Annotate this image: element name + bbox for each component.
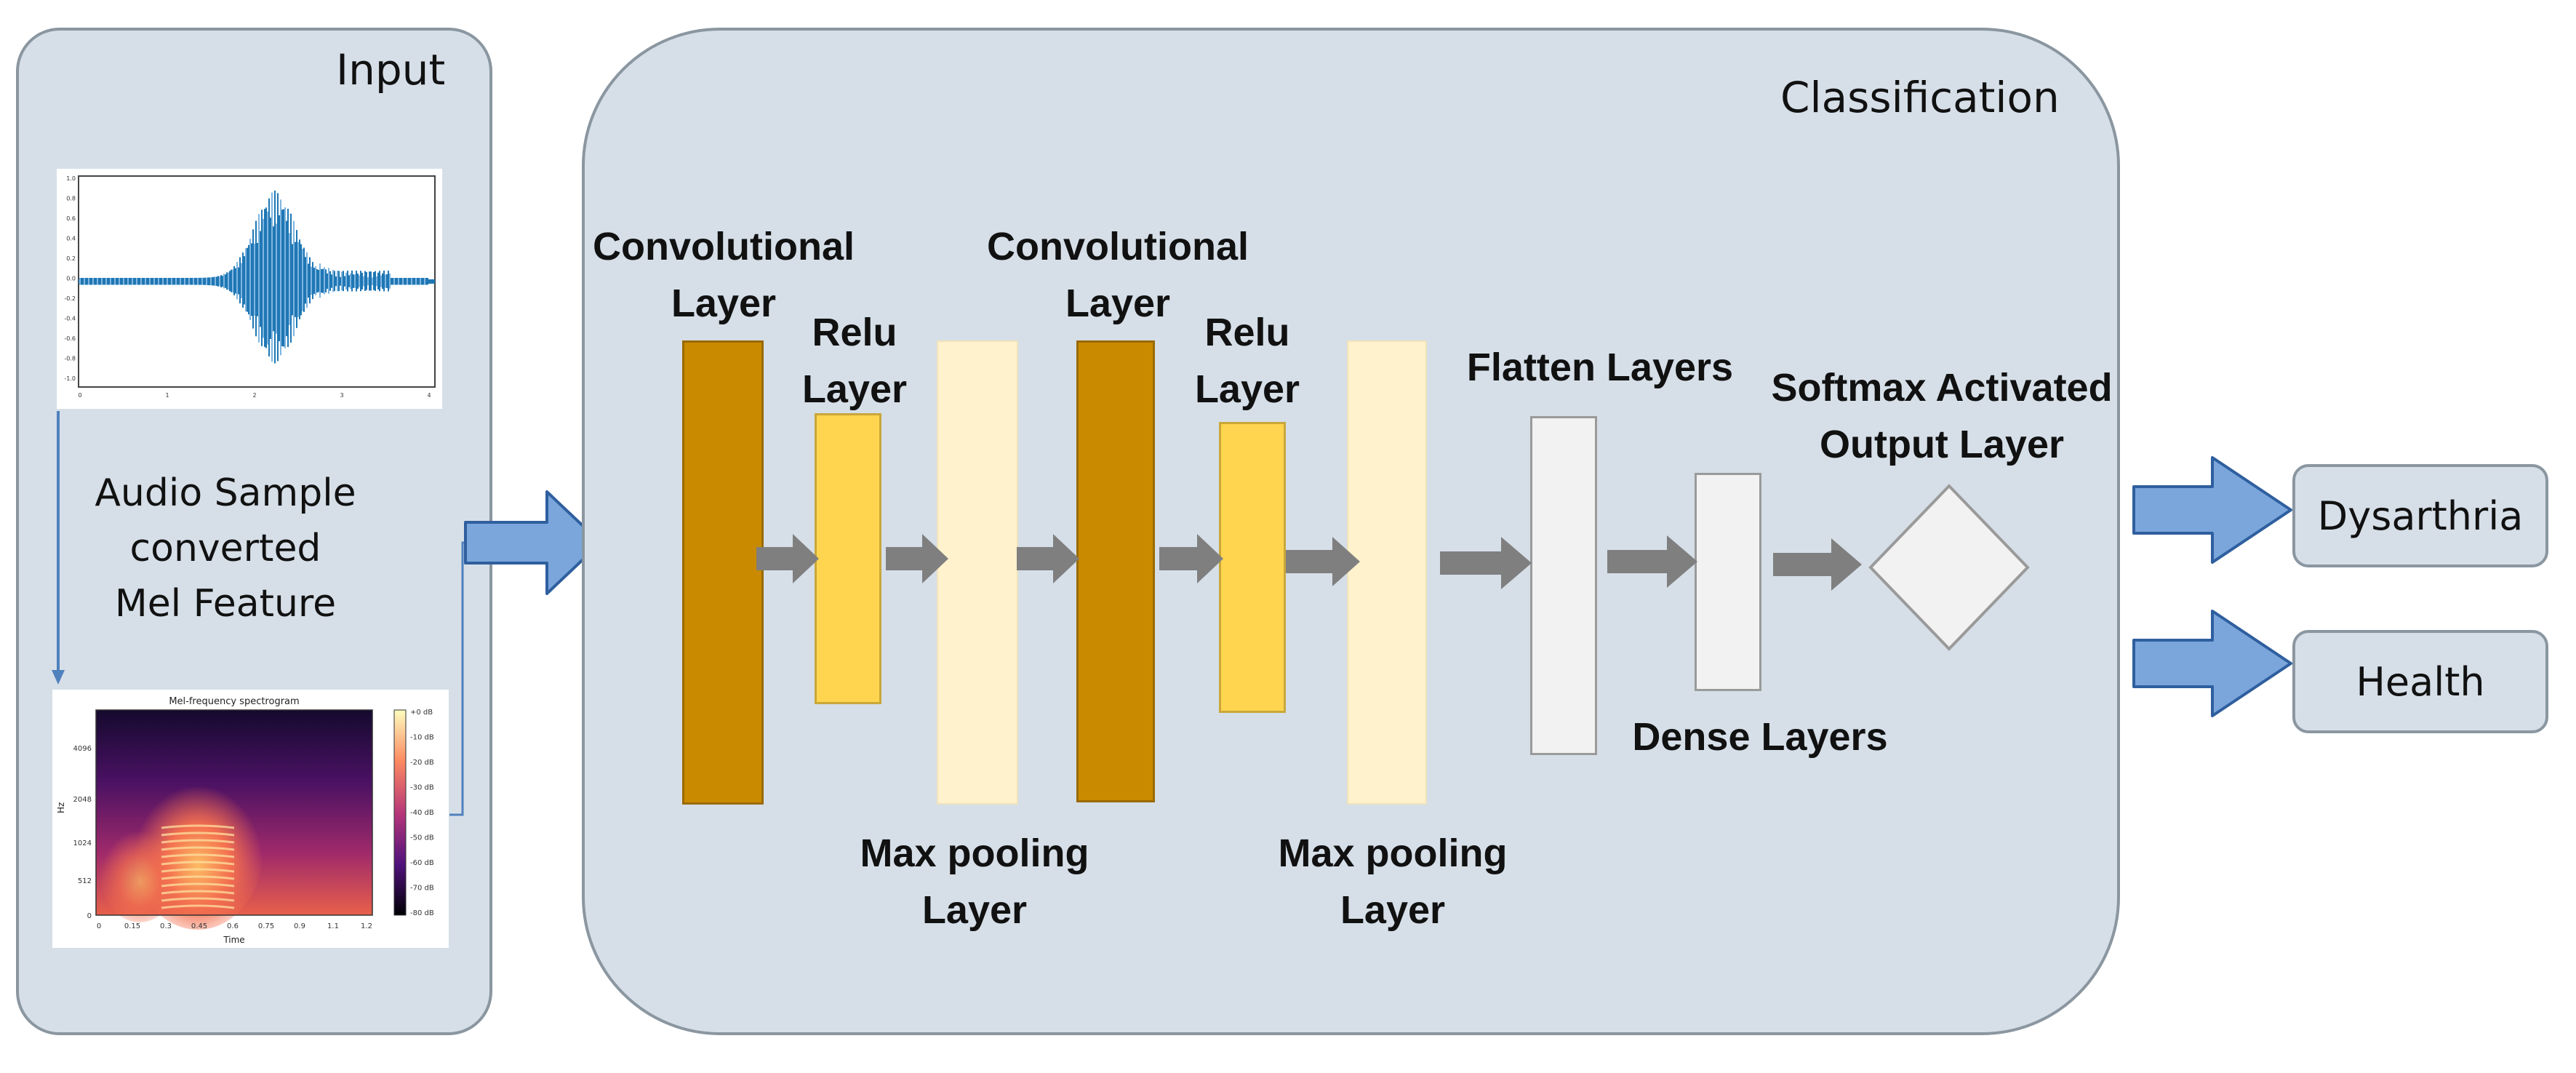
conv1-label-line-1: Convolutional xyxy=(593,225,855,268)
input-caption-line-1: Audio Sample xyxy=(95,471,356,515)
arrow-conv1-relu1 xyxy=(756,534,819,583)
colorbar-tick: -20 dB xyxy=(410,759,434,767)
input-caption-line-2: converted xyxy=(129,527,321,570)
conv2-label-line-1: Convolutional xyxy=(987,225,1249,268)
pool1-block xyxy=(937,340,1018,805)
spectrogram-title: Mel-frequency spectrogram xyxy=(169,696,299,707)
waveform-ytick: 0.6 xyxy=(66,215,76,222)
conv1-block xyxy=(682,340,764,805)
colorbar-tick: -10 dB xyxy=(410,734,434,742)
waveform-ytick: -0.4 xyxy=(64,316,76,322)
pool2-label-line-2: Layer xyxy=(1340,888,1446,932)
arrow-conv2-relu2 xyxy=(1159,534,1223,583)
waveform-xtick: 0 xyxy=(78,392,81,399)
flatten-label: Flatten Layers xyxy=(1466,346,1734,389)
classification-panel-title: Classification xyxy=(1780,73,2060,122)
relu2-block xyxy=(1219,422,1286,713)
waveform-xtick: 4 xyxy=(427,392,431,399)
colorbar-tick: -40 dB xyxy=(410,809,434,817)
waveform-to-spectrogram-arrow xyxy=(52,411,65,685)
arrow-flatten-dense xyxy=(1607,535,1697,588)
waveform-svg: 1.0 0.8 0.6 0.4 0.2 0.0 -0.2 -0.4 -0.6 -0.8 -1.0 0… xyxy=(64,175,436,399)
spectrogram-xtick: 0.6 xyxy=(227,922,239,930)
waveform-ytick: -0.6 xyxy=(64,335,76,342)
waveform-xtick: 3 xyxy=(340,392,343,399)
waveform-ytick: -0.8 xyxy=(64,356,76,362)
waveform-ytick: 0.2 xyxy=(66,255,76,262)
relu1-label-line-2: Layer xyxy=(801,367,908,411)
colorbar-tick: -80 dB xyxy=(410,909,434,917)
spectrogram-ylabel: Hz xyxy=(56,802,66,813)
input-to-classification-arrow xyxy=(464,490,602,595)
spectrogram-ytick: 2048 xyxy=(73,796,92,804)
conv2-label-line-2: Layer xyxy=(1065,282,1171,325)
spectrogram-xtick: 1.1 xyxy=(327,922,339,930)
waveform-xtick: 1 xyxy=(165,392,169,399)
input-caption-line-3: Mel Feature xyxy=(114,582,337,626)
waveform-xtick: 2 xyxy=(252,392,256,399)
relu2-label-line-2: Layer xyxy=(1194,367,1300,411)
dense-label: Dense Layers xyxy=(1632,715,1888,759)
arrow-dense-softmax xyxy=(1773,538,1862,591)
arrow-to-dysarthria xyxy=(2132,456,2292,564)
conv1-label-line-2: Layer xyxy=(671,282,777,325)
waveform-ytick: 0.4 xyxy=(66,236,76,242)
arrow-pool1-conv2 xyxy=(1017,534,1079,583)
colorbar-tick: -30 dB xyxy=(410,784,434,792)
spectrogram-xtick: 0.15 xyxy=(124,922,140,930)
mel-spectrogram-plot: Mel-frequency spectrogram 4096 2048 1024 51… xyxy=(52,690,449,948)
arrow-pool2-flatten xyxy=(1440,537,1532,589)
softmax-output-node xyxy=(1868,484,2030,651)
pool1-label-line-1: Max pooling xyxy=(860,831,1089,875)
spectrogram-ytick: 0 xyxy=(87,912,92,920)
spectrogram-xtick: 0.9 xyxy=(294,922,305,930)
spectrogram-xlabel: Time xyxy=(223,935,244,945)
spectrogram-xtick: 0.3 xyxy=(160,922,172,930)
dense-block xyxy=(1695,473,1761,691)
spectrogram-xtick: 0.45 xyxy=(191,922,207,930)
relu2-label-line-1: Relu xyxy=(1204,311,1290,354)
output-dysarthria: Dysarthria xyxy=(2292,464,2548,567)
relu1-label-line-1: Relu xyxy=(812,311,897,354)
waveform-ytick: 0.0 xyxy=(66,276,76,282)
spectrogram-xtick: 1.2 xyxy=(361,922,372,930)
spectrogram-xtick: 0 xyxy=(97,922,101,930)
colorbar-tick: -60 dB xyxy=(410,859,434,867)
output-health: Health xyxy=(2292,630,2548,733)
arrow-to-health xyxy=(2132,610,2292,717)
softmax-label-line-2: Output Layer xyxy=(1819,423,2065,466)
colorbar-tick: -50 dB xyxy=(410,834,434,842)
waveform-ytick: 0.8 xyxy=(66,196,76,202)
conv2-block xyxy=(1076,340,1155,802)
pool1-label-line-2: Layer xyxy=(921,888,1028,932)
colorbar-tick: +0 dB xyxy=(410,709,433,717)
waveform-ytick: 1.0 xyxy=(66,175,76,182)
softmax-label-line-1: Softmax Activated xyxy=(1771,366,2113,410)
spectrogram-ytick: 1024 xyxy=(73,839,92,847)
colorbar-tick: -70 dB xyxy=(410,885,434,893)
spectrogram-ytick: 512 xyxy=(78,877,92,885)
pool2-label-line-1: Max pooling xyxy=(1278,831,1508,875)
waveform-ytick: -1.0 xyxy=(64,375,76,382)
input-panel-title: Input xyxy=(336,45,446,95)
spectrogram-xtick: 0.75 xyxy=(258,922,274,930)
flatten-block xyxy=(1530,416,1597,755)
waveform-plot: 1.0 0.8 0.6 0.4 0.2 0.0 -0.2 -0.4 -0.6 -0.8 -1.0 0… xyxy=(57,169,442,409)
spectrogram-ytick: 4096 xyxy=(73,745,92,753)
arrow-relu2-pool2 xyxy=(1286,537,1360,586)
waveform-ytick: -0.2 xyxy=(64,295,76,302)
arrow-relu1-pool1 xyxy=(886,534,948,583)
mel-spectrogram-svg: Mel-frequency spectrogram 4096 2048 1024 51… xyxy=(56,696,434,945)
